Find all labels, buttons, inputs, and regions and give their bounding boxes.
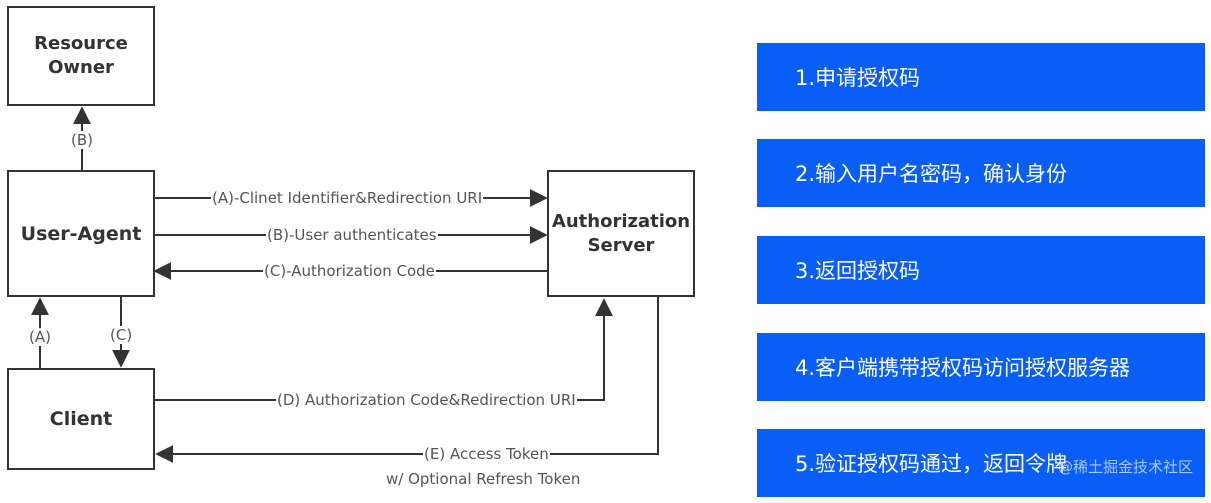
step-1-label: 1.申请授权码 bbox=[795, 66, 921, 90]
node-client: Client bbox=[7, 368, 155, 470]
edge-c-vertical-label: (C) bbox=[109, 326, 134, 344]
node-authorization-server-label: Authorization Server bbox=[551, 210, 691, 256]
step-3: 3.返回授权码 bbox=[757, 236, 1205, 304]
node-client-label: Client bbox=[49, 408, 113, 430]
node-resource-owner-label: Resource Owner bbox=[34, 33, 128, 78]
step-3-label: 3.返回授权码 bbox=[795, 259, 921, 283]
edge-a-vertical-label: (A) bbox=[28, 328, 52, 346]
node-user-agent: User-Agent bbox=[7, 170, 155, 297]
edge-b-flow-label: (B)-User authenticates bbox=[266, 226, 438, 244]
edge-e-flow-sublabel: w/ Optional Refresh Token bbox=[385, 470, 582, 488]
edge-e-flow-label: (E) Access Token bbox=[423, 445, 550, 463]
node-user-agent-label: User-Agent bbox=[20, 222, 142, 245]
node-authorization-server: Authorization Server bbox=[547, 170, 695, 297]
step-5: 5.验证授权码通过，返回令牌 @稀土掘金技术社区 bbox=[757, 429, 1205, 497]
node-resource-owner: Resource Owner bbox=[7, 6, 155, 106]
edge-e-flow bbox=[155, 297, 659, 463]
step-4-label: 4.客户端携带授权码访问授权服务器 bbox=[795, 356, 1131, 380]
edge-d-flow bbox=[155, 298, 613, 401]
edge-d-flow-label: (D) Authorization Code&Redirection URI bbox=[276, 391, 577, 409]
watermark: @稀土掘金技术社区 bbox=[1057, 458, 1193, 476]
step-2-label: 2.输入用户名密码，确认身份 bbox=[795, 162, 1068, 186]
edge-b-vertical-label: (B) bbox=[70, 131, 94, 149]
edge-a-flow-label: (A)-Clinet Identifier&Redirection URI bbox=[211, 189, 484, 207]
step-1: 1.申请授权码 bbox=[757, 43, 1205, 111]
step-2: 2.输入用户名密码，确认身份 bbox=[757, 139, 1205, 207]
step-4: 4.客户端携带授权码访问授权服务器 bbox=[757, 333, 1205, 401]
edge-c-flow-label: (C)-Authorization Code bbox=[263, 262, 436, 280]
step-5-label: 5.验证授权码通过，返回令牌 bbox=[795, 452, 1068, 476]
